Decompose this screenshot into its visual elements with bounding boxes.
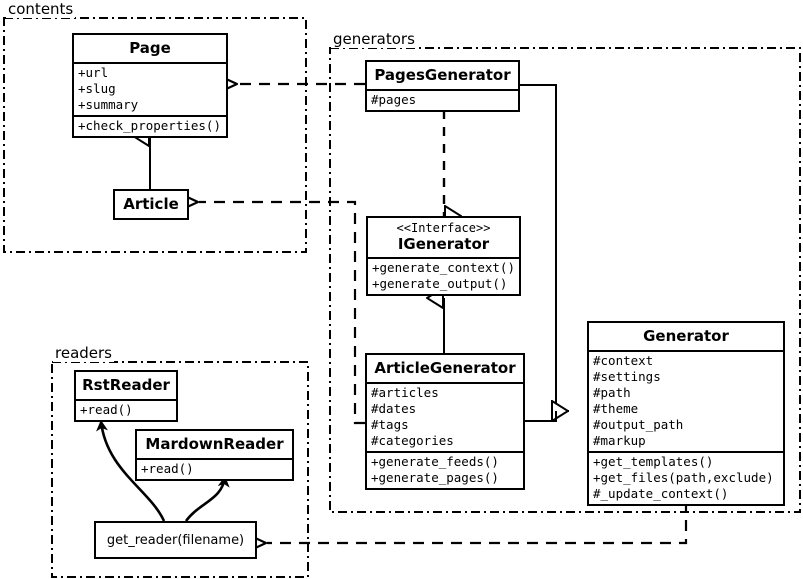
class-box-generator[interactable]: Generator #context #settings #path #them… xyxy=(587,321,785,506)
class-attribute: #context xyxy=(593,353,654,368)
class-operation: +get_files(path,exclude) xyxy=(593,470,774,485)
class-stereotype-igenerator: <<Interface>> xyxy=(396,221,491,235)
relation-get-reader-returns-rstreader xyxy=(96,420,166,522)
package-label-generators: generators xyxy=(331,30,417,48)
class-box-article[interactable]: Article xyxy=(113,189,189,220)
class-attribute: #theme xyxy=(593,401,639,416)
class-attribute: #markup xyxy=(593,433,646,448)
package-frame-generators xyxy=(329,47,801,513)
class-operation: +read() xyxy=(80,402,133,417)
class-operation: +read() xyxy=(141,461,194,476)
class-operation: +generate_context() xyxy=(372,260,515,275)
class-box-pages-generator[interactable]: PagesGenerator #pages xyxy=(365,60,520,112)
class-operation: +get_templates() xyxy=(593,454,714,469)
relation-get-reader-returns-mardownreader xyxy=(184,476,230,522)
class-attributes-pages-generator: #pages xyxy=(367,89,518,110)
relation-articlegenerator-uses-article xyxy=(199,202,365,425)
class-name-generator: Generator xyxy=(643,327,729,345)
class-operation: +check_properties() xyxy=(78,118,221,133)
class-attribute: +summary xyxy=(78,97,139,112)
class-name-pages-generator: PagesGenerator xyxy=(374,66,511,84)
class-attributes-page: +url +slug +summary xyxy=(74,62,226,115)
class-operation: #_update_context() xyxy=(593,486,729,501)
class-name-rst-reader: RstReader xyxy=(82,376,170,394)
class-operations-page: +check_properties() xyxy=(74,115,226,136)
class-name-article-generator: ArticleGenerator xyxy=(374,359,516,377)
class-attributes-article-generator: #articles #dates #tags #categories xyxy=(367,382,523,451)
relation-pagesgenerator-extends-generator xyxy=(520,84,569,411)
package-label-readers: readers xyxy=(53,344,114,362)
class-attribute: #tags xyxy=(371,417,409,432)
class-operation: +generate_output() xyxy=(372,276,508,291)
class-name-mardown-reader: MardownReader xyxy=(145,435,284,453)
class-attribute: #path xyxy=(593,385,631,400)
relation-generator-uses-get-reader xyxy=(267,501,688,543)
class-box-article-generator[interactable]: ArticleGenerator #articles #dates #tags … xyxy=(365,353,525,490)
relation-articlegenerator-extends-generator xyxy=(525,411,557,422)
class-attribute: +url xyxy=(78,65,109,80)
class-attribute: #dates xyxy=(371,401,417,416)
class-attributes-generator: #context #settings #path #theme #output_… xyxy=(589,350,783,451)
class-operations-generator: +get_templates() +get_files(path,exclude… xyxy=(589,451,783,504)
class-attribute: #categories xyxy=(371,433,454,448)
class-operations-igenerator: +generate_context() +generate_output() xyxy=(368,257,519,294)
class-operation: +generate_feeds() xyxy=(371,454,499,469)
class-attribute: #articles xyxy=(371,385,439,400)
class-operations-article-generator: +generate_feeds() +generate_pages() xyxy=(367,451,523,488)
class-operations-mardown-reader: +read() xyxy=(137,458,292,479)
class-attribute: #pages xyxy=(371,92,417,107)
class-attribute: #output_path xyxy=(593,417,684,432)
class-attribute: +slug xyxy=(78,81,116,96)
package-frame-readers xyxy=(51,361,309,578)
package-label-contents: contents xyxy=(6,0,76,18)
class-name-article: Article xyxy=(123,195,179,213)
class-box-page[interactable]: Page +url +slug +summary +check_properti… xyxy=(72,33,228,138)
class-box-mardown-reader[interactable]: MardownReader +read() xyxy=(135,429,294,481)
class-operations-rst-reader: +read() xyxy=(76,399,176,420)
function-label-get-reader: get_reader(filename) xyxy=(106,532,245,548)
class-box-igenerator[interactable]: <<Interface>> IGenerator +generate_conte… xyxy=(366,216,521,296)
class-box-rst-reader[interactable]: RstReader +read() xyxy=(74,370,178,422)
class-attribute: #settings xyxy=(593,369,661,384)
class-name-page: Page xyxy=(129,39,171,57)
package-frame-contents xyxy=(3,17,307,253)
function-box-get-reader[interactable]: get_reader(filename) xyxy=(94,521,257,559)
class-name-igenerator: IGenerator xyxy=(397,235,490,253)
class-operation: +generate_pages() xyxy=(371,470,499,485)
